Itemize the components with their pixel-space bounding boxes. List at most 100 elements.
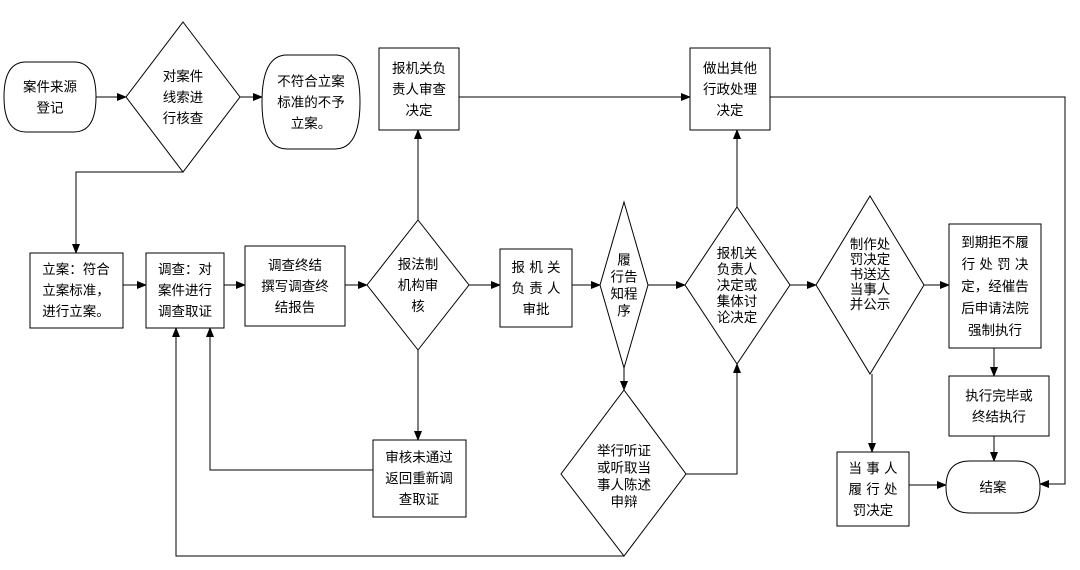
label-report: 调查终结撰写调查终结报告: [261, 258, 329, 316]
label-line: 案件来源: [23, 79, 77, 96]
label-line: 责人审查: [392, 82, 446, 98]
label-line: 或听取当: [597, 461, 651, 477]
label-enforce: 到期拒不履行 处 罚 决定，经催告后申请法院强制执行: [961, 235, 1029, 339]
label-line: 举行听证: [597, 444, 651, 460]
label-line: 报机关: [717, 246, 758, 262]
node-shape-not-filed: [261, 54, 361, 150]
node-shape-check: [125, 21, 241, 173]
label-line: 论决定: [717, 310, 758, 326]
edge-hearing-to-investigate: [172, 327, 624, 557]
label-line: 罚决定: [853, 503, 894, 519]
node-shape-notify: [599, 200, 649, 370]
label-hearing: 举行听证或听取当事人陈述申辩: [597, 444, 651, 511]
label-line: 申辩: [611, 495, 638, 511]
node-shape-enforce: [948, 223, 1042, 349]
label-line: 罚决定: [850, 252, 891, 268]
label-line: 撰写调查终: [261, 279, 329, 295]
label-check: 对案件线索进行核查: [163, 68, 204, 127]
label-close: 结案: [980, 479, 1008, 496]
label-head-review: 报机关负责人审查决定: [392, 61, 446, 119]
label-line: 履 行 处: [848, 482, 898, 498]
node-shape-approval: [499, 248, 573, 328]
node-shape-other-decision: [689, 47, 771, 131]
label-line: 强制执行: [968, 323, 1022, 339]
label-line: 报法制: [398, 257, 439, 273]
label-line: 决定或: [717, 278, 758, 294]
label-party-fulfil: 当 事 人履 行 处罚决定: [848, 461, 898, 519]
label-line: 标准的不予: [277, 95, 345, 111]
label-line: 调查终结: [268, 258, 322, 274]
label-line: 事人陈述: [597, 477, 651, 494]
node-shape-party-fulfil: [836, 451, 910, 527]
label-line: 报机关负: [392, 61, 446, 77]
label-line: 案件进行: [158, 282, 212, 299]
edge-check-to-file-case: [72, 171, 183, 254]
node-shape-report: [244, 245, 346, 327]
label-register: 案件来源登记: [23, 79, 77, 117]
label-line: 当事人: [850, 282, 891, 298]
label-legal-review: 报法制机构审核: [398, 257, 439, 315]
label-exec-done: 执行完毕或终结执行: [965, 389, 1033, 426]
label-line: 结案: [980, 479, 1008, 496]
label-line: 序: [617, 304, 631, 320]
label-rejected: 审核未通过返回重新调查取证: [385, 450, 453, 508]
label-line: 做出其他: [703, 61, 757, 77]
label-line: 查取证: [399, 492, 440, 508]
label-line: 行政处理: [703, 82, 757, 98]
label-line: 到期拒不履: [961, 235, 1029, 251]
label-line: 立案标准，: [42, 282, 110, 299]
edges: [72, 93, 1066, 557]
label-line: 审核未通过: [385, 450, 453, 466]
label-line: 调查取证: [158, 304, 212, 320]
label-line: 执行完毕或: [965, 389, 1033, 405]
label-line: 立案。: [291, 115, 332, 132]
label-line: 线索进: [163, 90, 204, 106]
label-line: 履: [617, 253, 631, 269]
label-file-case: 立案：符合立案标准，进行立案。: [42, 261, 110, 320]
label-decide: 报机关负责人决定或集体讨论决定: [717, 246, 758, 326]
label-line: 立案：符合: [42, 261, 110, 278]
label-line: 核: [411, 299, 425, 315]
label-line: 并公示: [850, 297, 891, 313]
nodes: [3, 21, 1050, 557]
label-line: 制作处: [850, 237, 891, 253]
label-line: 负责人: [717, 262, 758, 278]
label-line: 负 责 人: [511, 281, 561, 297]
edge-hearing-to-decide: [686, 363, 741, 475]
label-line: 登记: [37, 101, 64, 117]
label-not-filed: 不符合立案标准的不予立案。: [277, 73, 345, 132]
node-shape-rejected: [372, 439, 467, 518]
label-line: 当 事 人: [848, 461, 898, 477]
node-shape-exec-done: [948, 375, 1050, 437]
label-line: 结报告: [275, 300, 316, 316]
node-shape-close: [945, 460, 1041, 514]
node-shape-file-case: [29, 252, 124, 329]
label-line: 终结执行: [972, 410, 1026, 426]
label-other-decision: 做出其他行政处理决定: [703, 61, 757, 119]
label-line: 对案件: [163, 68, 204, 85]
label-line: 后申请法院: [961, 301, 1029, 317]
label-line: 审批: [523, 302, 550, 318]
label-line: 行 处 罚 决: [962, 257, 1029, 273]
label-line: 行告: [611, 270, 638, 286]
label-line: 返回重新调: [385, 471, 453, 487]
edge-other-decision-to-close: [770, 96, 1066, 488]
label-line: 决定: [406, 103, 433, 119]
label-penalty-doc: 制作处罚决定书送达当事人并公示: [850, 237, 891, 313]
label-line: 行核查: [163, 111, 204, 127]
node-shape-investigate: [145, 252, 225, 329]
label-line: 书送达: [850, 267, 891, 283]
node-shape-register: [3, 61, 97, 133]
label-line: 决定: [717, 103, 744, 119]
label-line: 机构审: [398, 278, 439, 294]
node-shape-head-review: [378, 47, 460, 131]
label-line: 知程: [611, 286, 638, 303]
label-investigate: 调查：对案件进行调查取证: [158, 262, 212, 320]
label-line: 集体讨: [717, 294, 758, 310]
label-line: 报 机 关: [511, 260, 560, 276]
node-shape-hearing: [560, 389, 687, 557]
label-line: 定，经催告: [961, 279, 1029, 295]
edge-rejected-to-investigate: [206, 327, 373, 471]
label-approval: 报 机 关负 责 人审批: [511, 260, 561, 318]
